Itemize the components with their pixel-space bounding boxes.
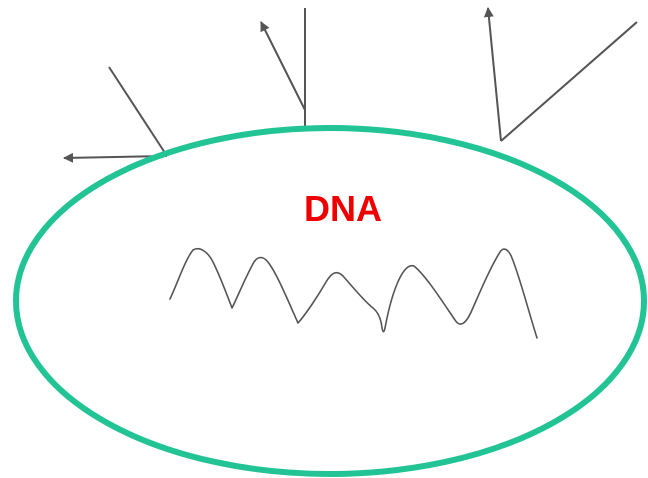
appendage-middle-arrow (260, 21, 306, 111)
appendage-left-stalk (108, 66, 168, 157)
dna-strand (169, 247, 538, 339)
appendage-right-arrow (483, 7, 502, 142)
dna-label: DNA (304, 188, 382, 229)
appendage-left (63, 66, 168, 163)
appendage-middle (260, 8, 306, 128)
appendage-right (483, 7, 638, 142)
appendage-right-stalk (500, 21, 638, 142)
cell-membrane (13, 125, 647, 477)
